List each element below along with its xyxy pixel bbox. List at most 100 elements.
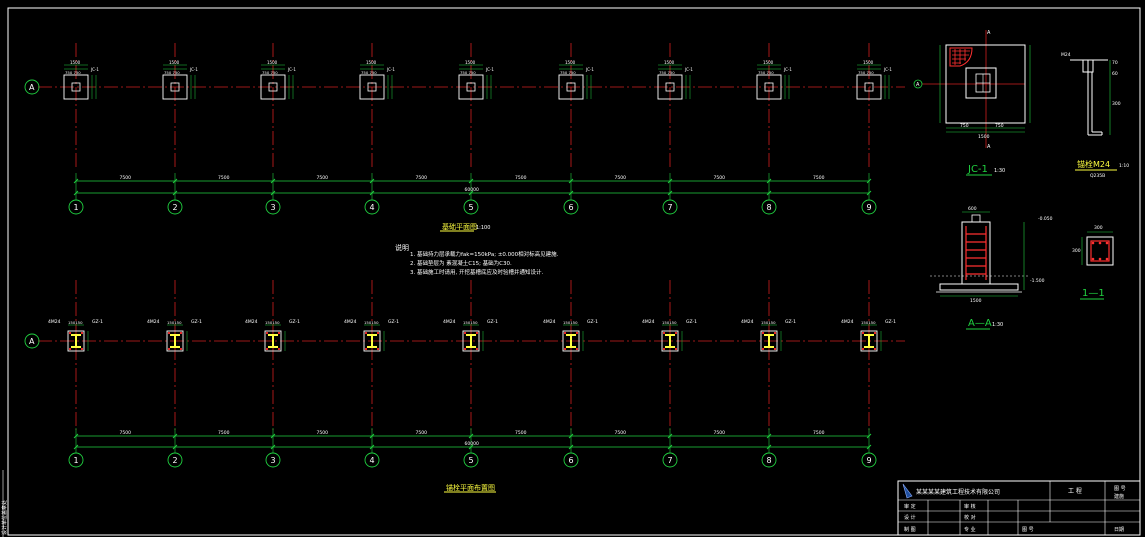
- span-dim: 7500: [120, 430, 132, 436]
- footing-dim: 750 750: [361, 70, 377, 75]
- steel-column-section: [566, 334, 576, 348]
- grid-axis-label: 1: [74, 456, 79, 465]
- column-pedestal: [170, 82, 180, 92]
- grid-axis-bubble: [68, 452, 84, 468]
- column-tag: GZ-1: [487, 319, 498, 325]
- bolt-tag: 4M24: [841, 319, 854, 325]
- row-axis-bubble: [24, 333, 40, 349]
- plate-dim: 150150: [68, 320, 83, 325]
- footing-outline: [260, 74, 286, 100]
- anchor-plan-title: 锚栓平面布置图: [446, 483, 495, 492]
- span-dim: 7500: [813, 175, 825, 181]
- base-plate: [462, 330, 480, 352]
- grid-axis-label: 6: [569, 203, 574, 212]
- footing-dim: 1500: [763, 60, 774, 65]
- svg-text:M24: M24: [1061, 52, 1071, 58]
- bolt-dim: 70: [1112, 60, 1118, 66]
- total-dim: 60000: [465, 441, 479, 447]
- column-pedestal: [764, 82, 774, 92]
- column-pedestal: [367, 82, 377, 92]
- jc1-dim: 750: [995, 123, 1004, 129]
- bolt-dim: 60: [1112, 71, 1118, 77]
- footing-tag: JC-1: [287, 67, 296, 72]
- aa-scale: 1:30: [992, 322, 1003, 328]
- anchor-bolt: [265, 347, 269, 351]
- anchor-bolt: [475, 347, 479, 351]
- base-plate: [661, 330, 679, 352]
- base-plate: [562, 330, 580, 352]
- tb-cell: 专 业: [964, 526, 976, 533]
- anchor-bolt: [575, 347, 579, 351]
- base-plate: [166, 330, 184, 352]
- aa-title: A—A: [968, 318, 992, 329]
- footing-dim: 1500: [465, 60, 476, 65]
- anchor-bolt: [277, 331, 281, 335]
- anchor-bolt: [773, 347, 777, 351]
- anchor-bolt: [861, 347, 865, 351]
- anchor-bolt: [68, 331, 72, 335]
- anchor-bolt: [265, 331, 269, 335]
- footing-dim: 750 750: [164, 70, 180, 75]
- row-axis-label: A: [29, 337, 35, 346]
- company-name: 某某某某建筑工程技术有限公司: [916, 488, 1000, 496]
- tb-cell: 校 对: [964, 514, 976, 521]
- grid-axis-bubble: [167, 199, 183, 215]
- anchor-bolt: [662, 331, 666, 335]
- grid-axis-label: 8: [767, 456, 772, 465]
- footing-outline: [657, 74, 683, 100]
- jc1-title: JC-1: [967, 164, 988, 175]
- footing-outline: [856, 74, 882, 100]
- plate-dim: 150150: [265, 320, 280, 325]
- base-plate: [363, 330, 381, 352]
- note-line: 2. 基础垫层为 素混凝土C15; 基础为C30.: [410, 259, 512, 267]
- section-1-1: 300 300 1—1: [1072, 225, 1114, 300]
- anchor-bolt: [475, 331, 479, 335]
- anchor-bolt: [463, 331, 467, 335]
- column-tag: GZ-1: [191, 319, 202, 325]
- grid-axis-bubble: [761, 452, 777, 468]
- grid-axis-bubble: [463, 199, 479, 215]
- grid-axis-label: 9: [867, 456, 872, 465]
- bolt-tag: 4M24: [147, 319, 160, 325]
- svg-text:A: A: [987, 30, 991, 36]
- footing-dim: 1500: [169, 60, 180, 65]
- section-a-a: 600 1500 -0.050 -1.500 A—A 1:30: [930, 206, 1053, 330]
- anchor-bolt: [463, 347, 467, 351]
- title-right-top: 图 号: [1114, 486, 1126, 492]
- span-dim: 7500: [515, 430, 527, 436]
- column-tag: GZ-1: [388, 319, 399, 325]
- grid-axis-label: 2: [173, 456, 178, 465]
- footing-dim: 1500: [863, 60, 874, 65]
- jc1-scale: 1:30: [994, 168, 1005, 174]
- footing-dim: 1500: [267, 60, 278, 65]
- aa-dim: 1500: [970, 298, 982, 304]
- grid-axis-label: 4: [370, 456, 375, 465]
- grid-axis-bubble: [68, 199, 84, 215]
- anchor-bolt: [873, 347, 877, 351]
- grid-axis-label: 5: [469, 203, 474, 212]
- column-pedestal: [268, 82, 278, 92]
- foundation-plan-scale: 1:100: [476, 225, 490, 231]
- column-tag: GZ-1: [92, 319, 103, 325]
- grid-axis-bubble: [662, 199, 678, 215]
- steel-column-section: [466, 334, 476, 348]
- anchor-bolt: [761, 347, 765, 351]
- anchor-bolt: [80, 347, 84, 351]
- tb-cell: 审 定: [904, 503, 916, 510]
- company-logo: [902, 483, 913, 499]
- column-pedestal: [566, 82, 576, 92]
- anchor-bolt: [861, 331, 865, 335]
- span-dim: 7500: [714, 430, 726, 436]
- plate-dim: 150150: [167, 320, 182, 325]
- steel-column-section: [665, 334, 675, 348]
- grid-axis-label: 4: [370, 203, 375, 212]
- anchor-bolt: [773, 331, 777, 335]
- bolt-tag: 4M24: [48, 319, 61, 325]
- note-line: 1. 基础持力层承载力fak=150kPa; ±0.000相对标高见建施.: [410, 250, 559, 258]
- column-tag: GZ-1: [587, 319, 598, 325]
- anchor-bolt: [761, 331, 765, 335]
- base-plate: [264, 330, 282, 352]
